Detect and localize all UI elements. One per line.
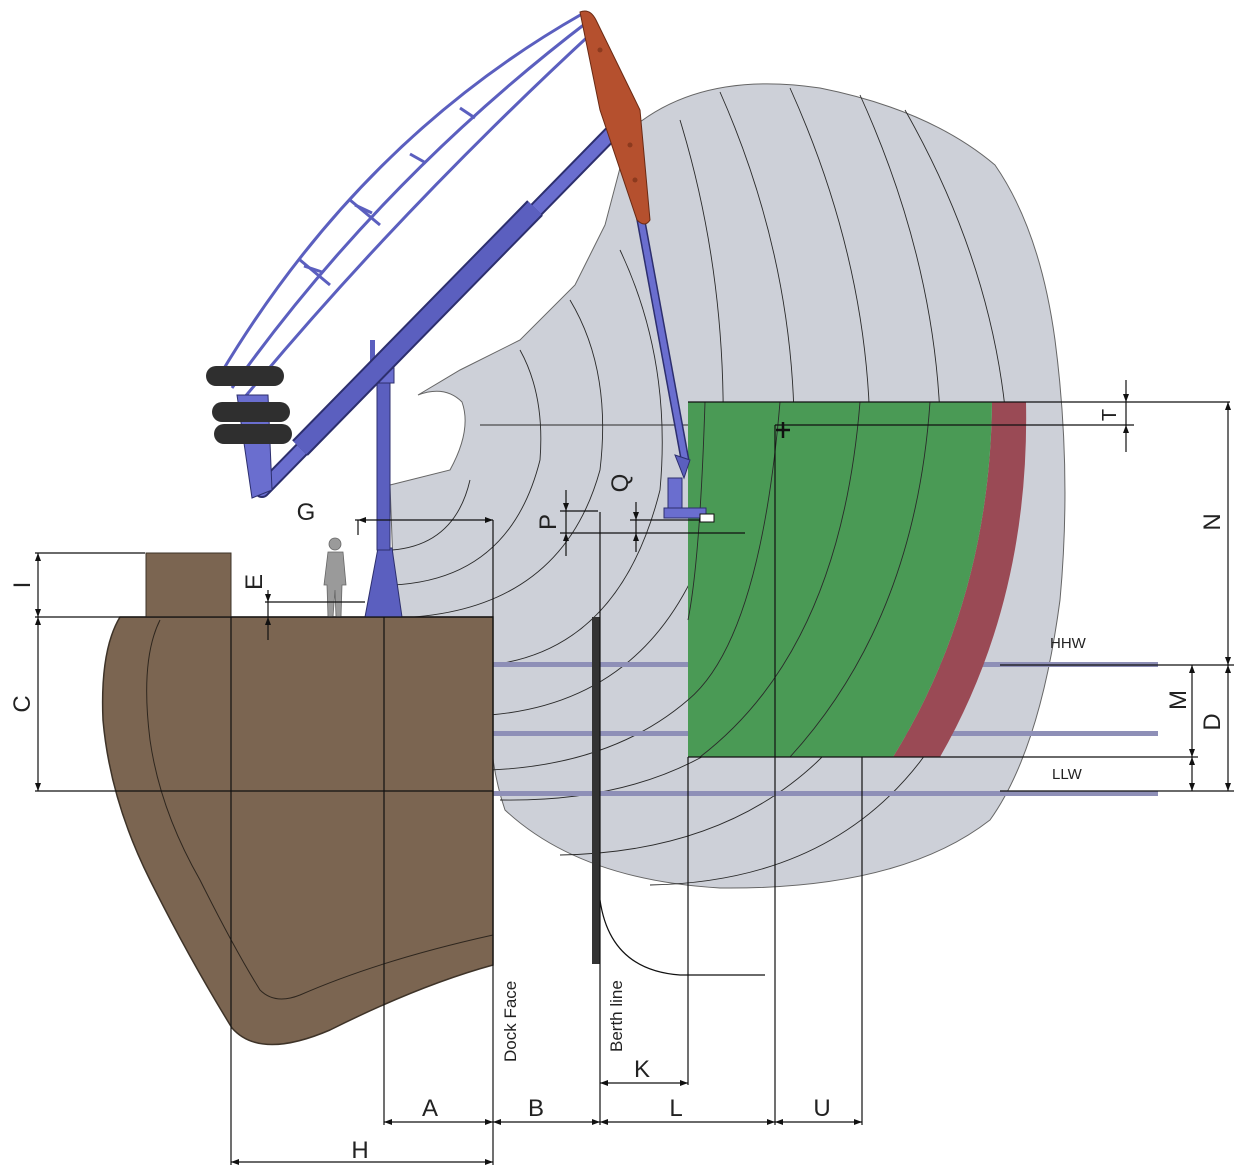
reference-lines [35,401,1234,1165]
label-l: L [669,1095,682,1122]
label-b: B [528,1095,544,1122]
label-e: E [241,574,268,590]
alarm-band [893,402,1027,757]
t-reference-mark [776,422,790,438]
llw-label: LLW [1052,766,1083,783]
dimension-lines [37,380,1229,1163]
coupler-icon [663,454,715,523]
zone-arcs [687,401,931,758]
hhw-label: HHW [1050,635,1087,652]
coupler-link-holes [597,47,638,183]
dimension-letters: A B L U H K G C I E P Q N D M T [9,409,1226,1164]
label-k: K [634,1056,650,1083]
label-n: N [1199,513,1226,530]
dock-inner-outline [146,619,494,1000]
dimension-arrows [35,394,1231,1165]
berth-line-label: Berth line [607,980,626,1052]
berth-curve [599,899,765,976]
label-p: P [535,514,562,530]
label-h: H [351,1137,368,1164]
label-a: A [422,1095,438,1122]
outer-arm [635,214,690,461]
dock-structure [101,616,494,1046]
label-c: C [9,695,36,712]
label-t: T [1099,409,1121,421]
balance-arm [218,12,597,399]
inner-arm [254,104,640,498]
label-m: M [1165,690,1192,710]
counterweight-icon [206,366,292,499]
dock-face-label: Dock Face [501,981,520,1062]
label-i: I [9,582,36,589]
operating-zone [688,402,992,757]
person-silhouette-icon [323,537,347,618]
label-q: Q [607,474,634,493]
coupler-link [579,10,651,225]
llw-line [490,791,1158,796]
dock-building [145,552,232,618]
label-d: D [1199,713,1226,730]
label-g: G [297,499,316,526]
label-u: U [813,1095,830,1122]
fender-berth [592,617,600,964]
